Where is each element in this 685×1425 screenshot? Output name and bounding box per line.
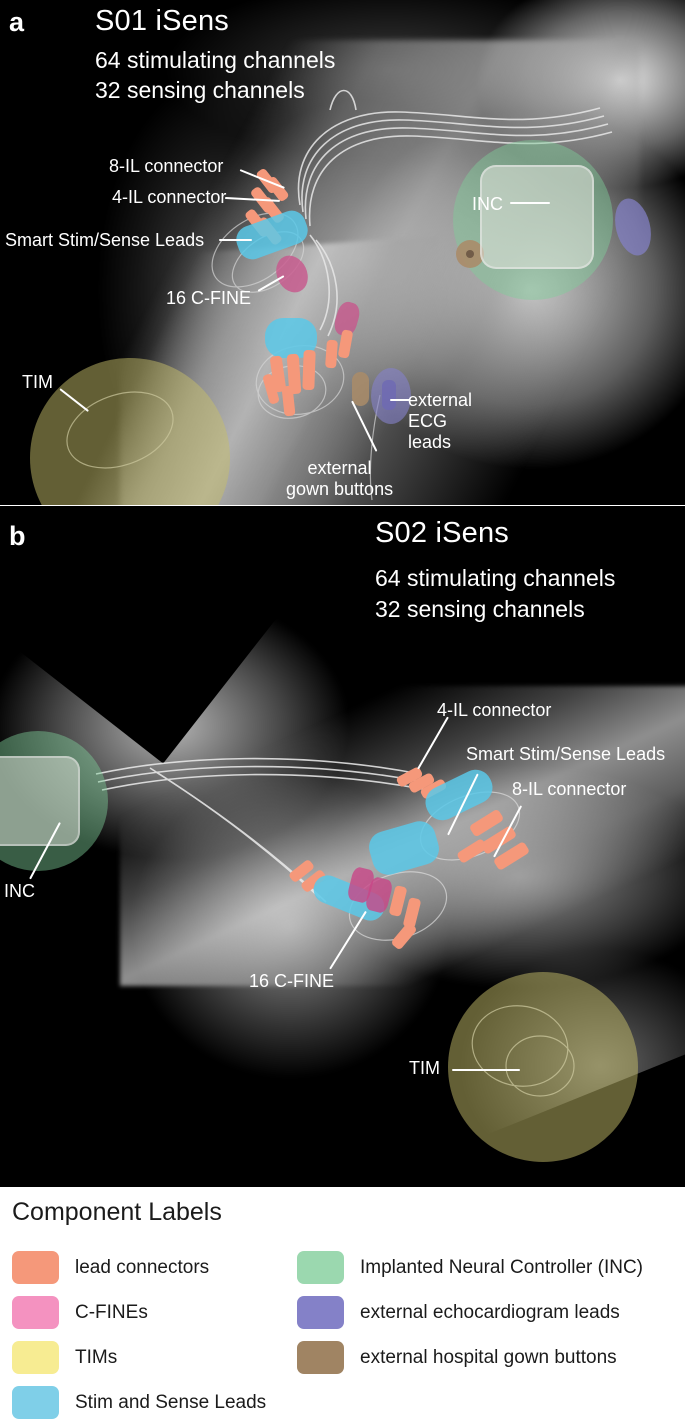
xray-image-a <box>0 0 685 505</box>
callout-tim-a: TIM <box>22 372 53 392</box>
panel-subtitle-b-line1: 64 stimulating channels <box>375 565 616 591</box>
panel-b-s02: b S02 iSens 64 stimulating channels 32 s… <box>0 506 685 1187</box>
legend-label-stim-sense-leads: Stim and Sense Leads <box>75 1391 267 1413</box>
callout-4il-connector-b: 4-IL connector <box>437 700 552 720</box>
legend-title: Component Labels <box>12 1198 222 1226</box>
legend-label-tims: TIMs <box>75 1346 118 1368</box>
callout-16-cfine-b: 16 C-FINE <box>249 971 335 991</box>
legend-column-right: Implanted Neural Controller (INC) extern… <box>297 1245 643 1380</box>
legend-swatch-tims <box>12 1341 59 1374</box>
panel-subtitle-b-line2: 32 sensing channels <box>375 596 585 622</box>
legend-item: C-FINEs <box>12 1290 266 1335</box>
legend-label-cfines: C-FINEs <box>75 1301 148 1323</box>
legend-label-ecg-leads: external echocardiogram leads <box>360 1301 620 1323</box>
panel-title-b: S02 iSens <box>375 517 509 549</box>
legend-swatch-stim-sense-leads <box>12 1386 59 1419</box>
legend-item: Stim and Sense Leads <box>12 1380 266 1425</box>
callout-external-gown-buttons-a: external gown buttons <box>286 458 394 500</box>
callout-external-ecg-leads-a: external ECG leads <box>408 390 473 453</box>
callout-8il-connector-b: 8-IL connector <box>512 779 627 799</box>
panel-subtitle-a-line1: 64 stimulating channels <box>95 47 336 73</box>
highlight-tim-b <box>448 972 638 1162</box>
inc-device-a <box>480 165 594 269</box>
callout-smart-stim-sense-leads-a: Smart Stim/Sense Leads <box>5 230 205 250</box>
callout-smart-stim-sense-leads-b: Smart Stim/Sense Leads <box>466 744 666 764</box>
legend-label-inc: Implanted Neural Controller (INC) <box>360 1256 643 1278</box>
leader-line-smart-a <box>219 239 252 241</box>
panel-subtitle-a-line2: 32 sensing channels <box>95 77 305 103</box>
ecg-lead-a <box>382 380 396 410</box>
inc-device-b <box>0 756 80 846</box>
leader-line-inc-a <box>510 202 550 204</box>
legend-swatch-gown-buttons <box>297 1341 344 1374</box>
xray-image-b <box>0 506 685 1187</box>
gown-button-a2-inner <box>466 250 474 258</box>
legend-swatch-cfines <box>12 1296 59 1329</box>
callout-4il-connector-a: 4-IL connector <box>112 187 227 207</box>
callout-16-cfine-a: 16 C-FINE <box>166 288 252 308</box>
callout-tim-b: TIM <box>409 1058 440 1078</box>
panel-title-a: S01 iSens <box>95 5 229 37</box>
legend-item: external hospital gown buttons <box>297 1335 643 1380</box>
legend-item: Implanted Neural Controller (INC) <box>297 1245 643 1290</box>
highlight-tim-a <box>30 358 230 505</box>
gown-button-a1 <box>352 372 369 406</box>
legend-column-left: lead connectors C-FINEs TIMs Stim and Se… <box>12 1245 266 1425</box>
callout-inc-a: INC <box>472 194 503 214</box>
legend-swatch-ecg-leads <box>297 1296 344 1329</box>
legend-item: lead connectors <box>12 1245 266 1290</box>
legend-item: TIMs <box>12 1335 266 1380</box>
panel-a-s01: a S01 iSens 64 stimulating channels 32 s… <box>0 0 685 505</box>
callout-inc-b: INC <box>4 881 35 901</box>
legend-item: external echocardiogram leads <box>297 1290 643 1335</box>
legend-swatch-inc <box>297 1251 344 1284</box>
leader-line-tim-b <box>452 1069 520 1071</box>
panel-letter-b: b <box>9 521 26 551</box>
legend-label-gown-buttons: external hospital gown buttons <box>360 1346 617 1368</box>
callout-8il-connector-a: 8-IL connector <box>109 156 224 176</box>
leader-line-ecg-a <box>390 399 410 401</box>
legend-label-lead-connectors: lead connectors <box>75 1256 210 1278</box>
legend-swatch-lead-connectors <box>12 1251 59 1284</box>
legend-panel: Component Labels lead connectors C-FINEs… <box>0 1188 685 1425</box>
panel-letter-a: a <box>9 7 25 37</box>
